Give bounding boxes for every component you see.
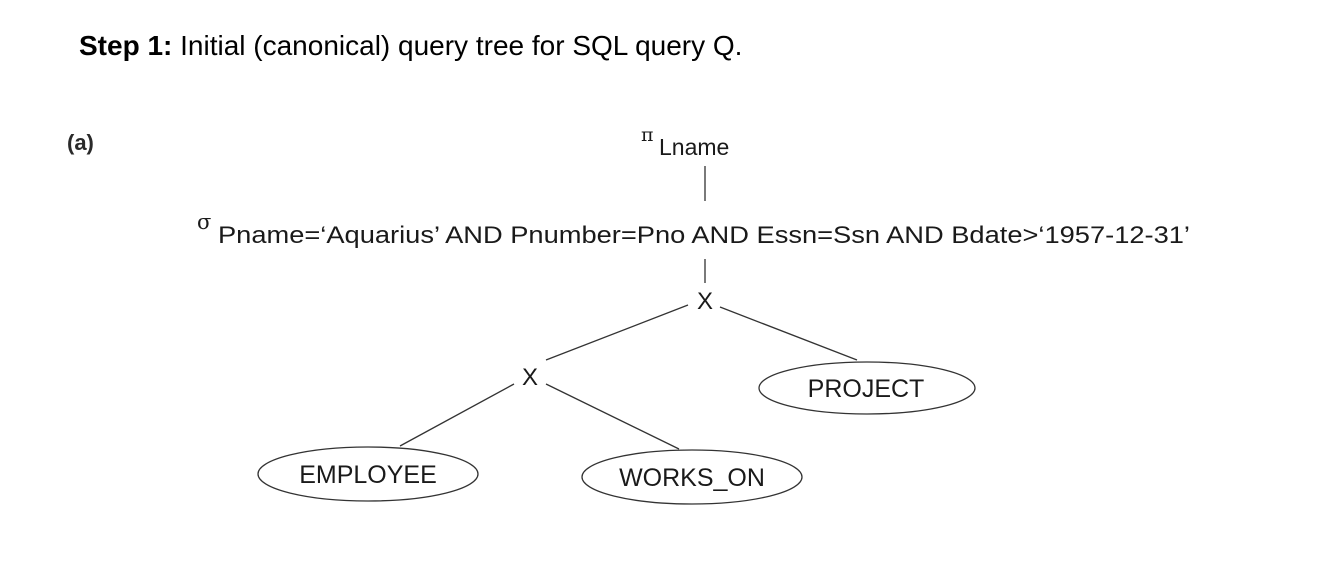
upper-product-symbol: X	[697, 288, 713, 315]
edge-product-lower-product	[545, 304, 689, 361]
employee-ellipse	[257, 446, 479, 502]
project-label: PROJECT	[808, 375, 925, 403]
step-label: Step 1:	[79, 30, 173, 61]
works-on-ellipse	[581, 449, 803, 505]
step-description: Initial (canonical) query tree for SQL q…	[172, 30, 743, 61]
edge-lower-product-works-on	[545, 383, 680, 450]
edge-lower-product-employee	[399, 383, 515, 447]
relation-works-on: WORKS_ON	[581, 449, 803, 505]
relation-project: PROJECT	[758, 361, 976, 415]
works-on-label: WORKS_ON	[619, 464, 765, 492]
employee-label: EMPLOYEE	[299, 461, 437, 489]
lower-product-symbol: X	[522, 364, 538, 391]
selection-condition: Pname=‘Aquarius’ AND Pnumber=Pno AND Ess…	[218, 222, 1190, 249]
page-title: Step 1: Initial (canonical) query tree f…	[79, 28, 742, 64]
projection-node: π Lname	[641, 124, 729, 160]
sigma-symbol: σ	[197, 210, 211, 234]
project-ellipse	[758, 361, 976, 415]
relation-employee: EMPLOYEE	[257, 446, 479, 502]
projection-attributes: Lname	[659, 134, 729, 160]
pi-symbol: π	[641, 124, 654, 146]
part-label: (a)	[67, 130, 94, 155]
edge-product-project	[719, 306, 858, 361]
selection-node: σ Pname=‘Aquarius’ AND Pnumber=Pno AND E…	[197, 210, 1190, 249]
